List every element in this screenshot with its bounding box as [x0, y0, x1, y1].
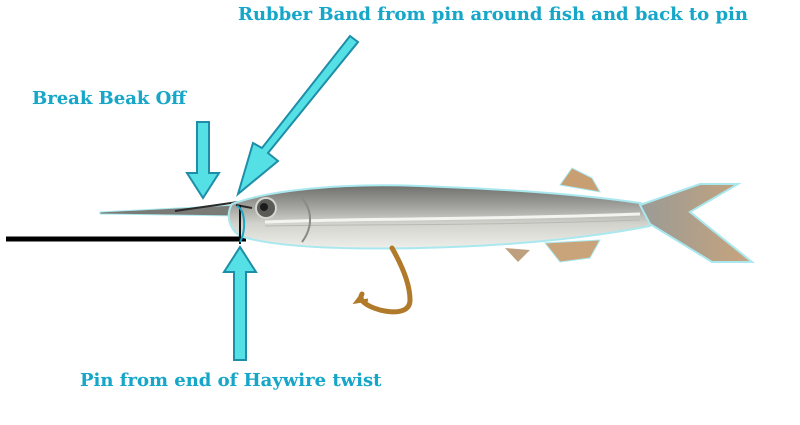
ballyhoo-fish-icon — [99, 167, 755, 263]
break-beak-label: Break Beak Off — [32, 88, 187, 109]
pin-arrow — [222, 245, 258, 361]
break-beak-arrow — [185, 121, 221, 200]
pin-rubber-band-icon — [236, 205, 246, 244]
rubber-band-arrow — [236, 34, 360, 197]
fishing-hook-icon — [352, 245, 413, 315]
rubber-band-label: Rubber Band from pin around fish and bac… — [238, 4, 748, 25]
pin-label: Pin from end of Haywire twist — [80, 370, 382, 391]
